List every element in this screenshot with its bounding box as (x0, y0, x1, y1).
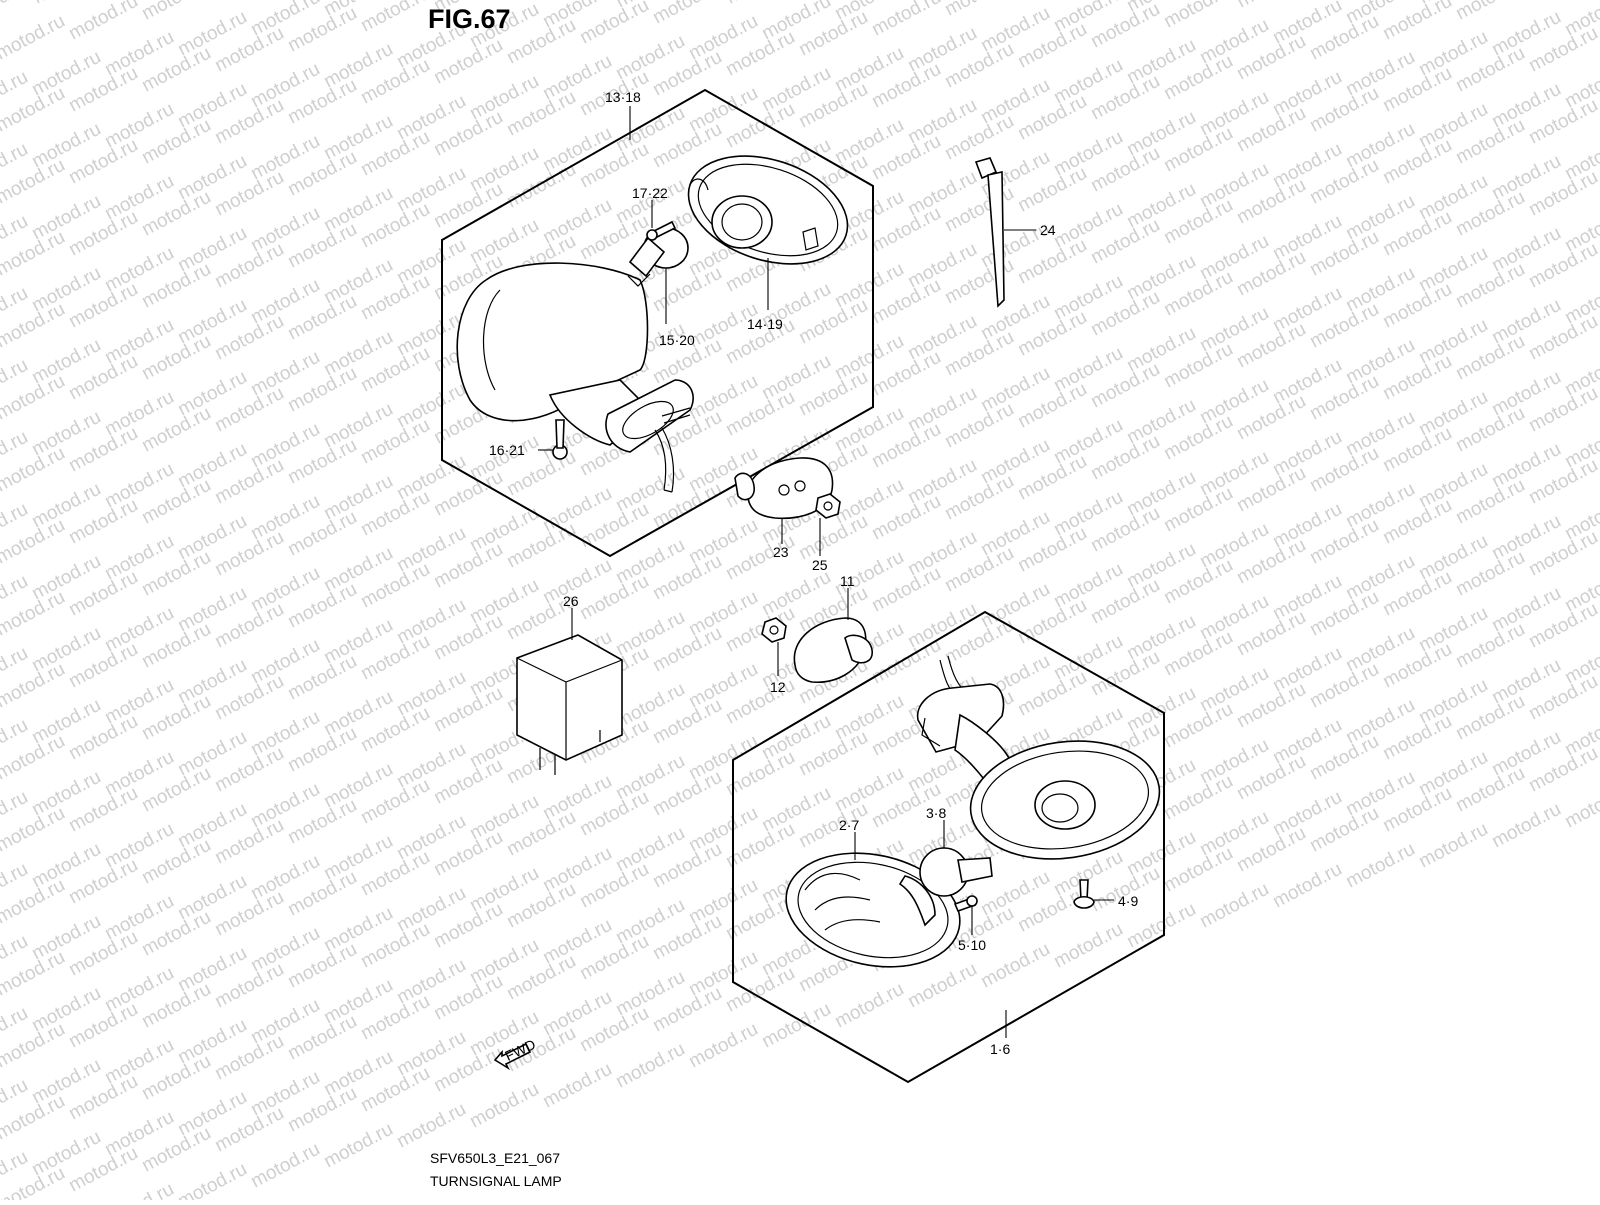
watermark-text: motod.ru (320, 1119, 396, 1173)
watermark-text: motod.ru (904, 959, 980, 1013)
watermark-text: motod.ru (247, 1139, 323, 1193)
watermark-text: motod.ru (539, 1059, 615, 1113)
watermark-text: motod.ru (101, 1179, 177, 1200)
callout-1-6: 1·6 (990, 1041, 1010, 1057)
callout-23: 23 (773, 544, 789, 560)
watermark-text: motod.ru (612, 1039, 688, 1093)
callout-26: 26 (563, 593, 579, 609)
watermark-text: motod.ru (831, 979, 907, 1033)
callout-24: 24 (1040, 222, 1056, 238)
watermark-text: motod.ru (0, 11, 69, 65)
watermark-text: motod.ru (649, 0, 725, 28)
watermark-text: motod.ru (1561, 779, 1600, 833)
callout-16-21: 16·21 (489, 442, 525, 458)
watermark-text: motod.ru (685, 1019, 761, 1073)
callout-12: 12 (770, 679, 786, 695)
watermark-text: motod.ru (758, 999, 834, 1053)
watermark-text: motod.ru (1196, 879, 1272, 933)
callout-5-10: 5·10 (958, 937, 986, 953)
callout-13-18: 13·18 (605, 89, 641, 105)
callout-11: 11 (840, 573, 855, 589)
watermark-text: motod.ru (211, 0, 287, 4)
callout-15-20: 15·20 (659, 332, 695, 348)
figure-title: FIG.67 (428, 4, 511, 35)
watermark-text: motod.ru (65, 0, 141, 44)
callout-14-19: 14·19 (747, 316, 783, 332)
watermark-text: motod.ru (977, 939, 1053, 993)
callout-17-22: 17·22 (632, 185, 668, 201)
figure-caption: TURNSIGNAL LAMP (430, 1173, 562, 1189)
watermark-text: motod.ru (1452, 0, 1528, 24)
callout-2-7: 2·7 (839, 817, 859, 833)
watermark-text: motod.ru (1525, 0, 1600, 4)
watermark-text: motod.ru (941, 0, 1017, 20)
watermark-text: motod.ru (1342, 839, 1418, 893)
watermark-text: motod.ru (174, 1159, 250, 1200)
watermark-text: motod.ru (868, 0, 944, 40)
watermark-text: motod.ru (722, 0, 798, 8)
watermark-text: motod.ru (466, 1079, 542, 1133)
watermark-text: motod.ru (1269, 859, 1345, 913)
watermark-text: motod.ru (1488, 799, 1564, 853)
watermark-text: motod.ru (1233, 0, 1309, 12)
callout-4-9: 4·9 (1118, 893, 1138, 909)
watermark-text: motod.ru (357, 0, 433, 36)
watermark-text: motod.ru (138, 0, 214, 24)
figure-code: SFV650L3_E21_067 (430, 1150, 560, 1166)
callout-25: 25 (812, 557, 828, 573)
watermark-text: motod.ru (393, 1099, 469, 1153)
watermark-text: motod.ru (1160, 0, 1236, 32)
watermark-text: motod.ru (0, 0, 33, 28)
watermark-text: motod.ru (1050, 919, 1126, 973)
watermark-text: motod.ru (1415, 819, 1491, 873)
watermark-text: motod.ru (29, 0, 105, 8)
callout-3-8: 3·8 (926, 805, 946, 821)
